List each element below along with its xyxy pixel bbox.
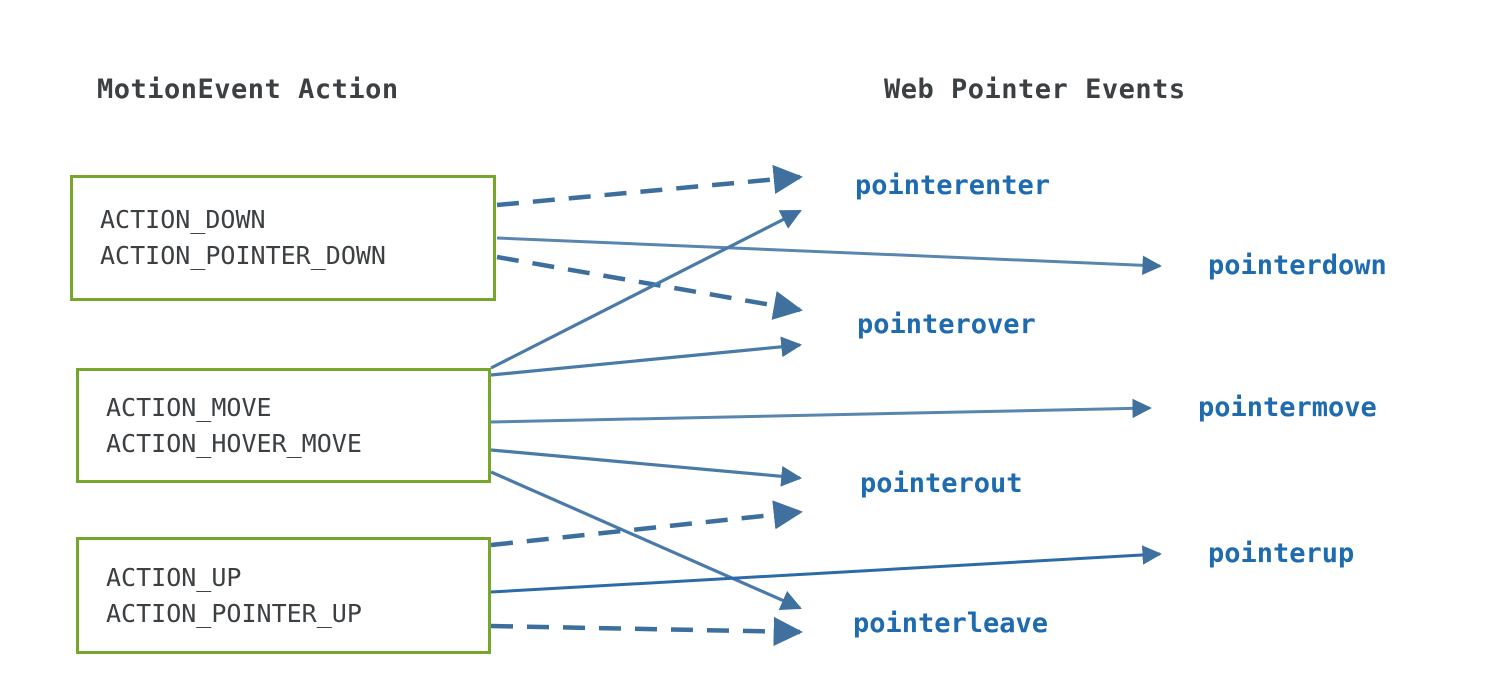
- action-label: ACTION_MOVE: [106, 392, 272, 422]
- action-label: ACTION_POINTER_DOWN: [100, 241, 386, 270]
- action-label: ACTION_HOVER_MOVE: [106, 428, 362, 458]
- connector-up-to-pointerout: [490, 500, 803, 548]
- column-heading-web-pointer-events: Web Pointer Events: [884, 74, 1186, 105]
- action-box-down[interactable]: ACTION_DOWN ACTION_POINTER_DOWN: [70, 175, 496, 301]
- connector-down-to-pointerdown: [496, 236, 1162, 276]
- connector-down-to-pointerenter: [496, 164, 803, 208]
- connector-down-to-pointerover: [496, 254, 803, 320]
- event-label-pointermove[interactable]: pointermove: [1198, 392, 1377, 423]
- connector-move-to-pointermove: [490, 398, 1152, 424]
- event-label-pointerleave[interactable]: pointerleave: [853, 608, 1049, 639]
- event-label-pointerover[interactable]: pointerover: [857, 309, 1036, 340]
- column-heading-motionevent-action: MotionEvent Action: [97, 74, 399, 105]
- event-label-pointerup[interactable]: pointerup: [1208, 538, 1355, 569]
- connector-move-to-pointerleave: [490, 470, 802, 610]
- action-label: ACTION_UP: [106, 562, 242, 592]
- action-label: ACTION_POINTER_UP: [106, 598, 362, 628]
- event-label-pointerdown[interactable]: pointerdown: [1208, 250, 1387, 281]
- connector-up-to-pointerup: [490, 545, 1162, 594]
- action-box-up[interactable]: ACTION_UP ACTION_POINTER_UP: [76, 537, 491, 654]
- connector-move-to-pointerout: [490, 448, 803, 487]
- connector-up-to-pointerleave: [490, 616, 803, 647]
- event-label-pointerenter[interactable]: pointerenter: [855, 170, 1051, 201]
- action-label: ACTION_DOWN: [100, 205, 266, 234]
- event-label-pointerout[interactable]: pointerout: [860, 468, 1023, 499]
- action-box-move[interactable]: ACTION_MOVE ACTION_HOVER_MOVE: [76, 368, 491, 483]
- connector-move-to-pointerenter: [490, 209, 802, 370]
- connector-move-to-pointerover: [490, 336, 803, 377]
